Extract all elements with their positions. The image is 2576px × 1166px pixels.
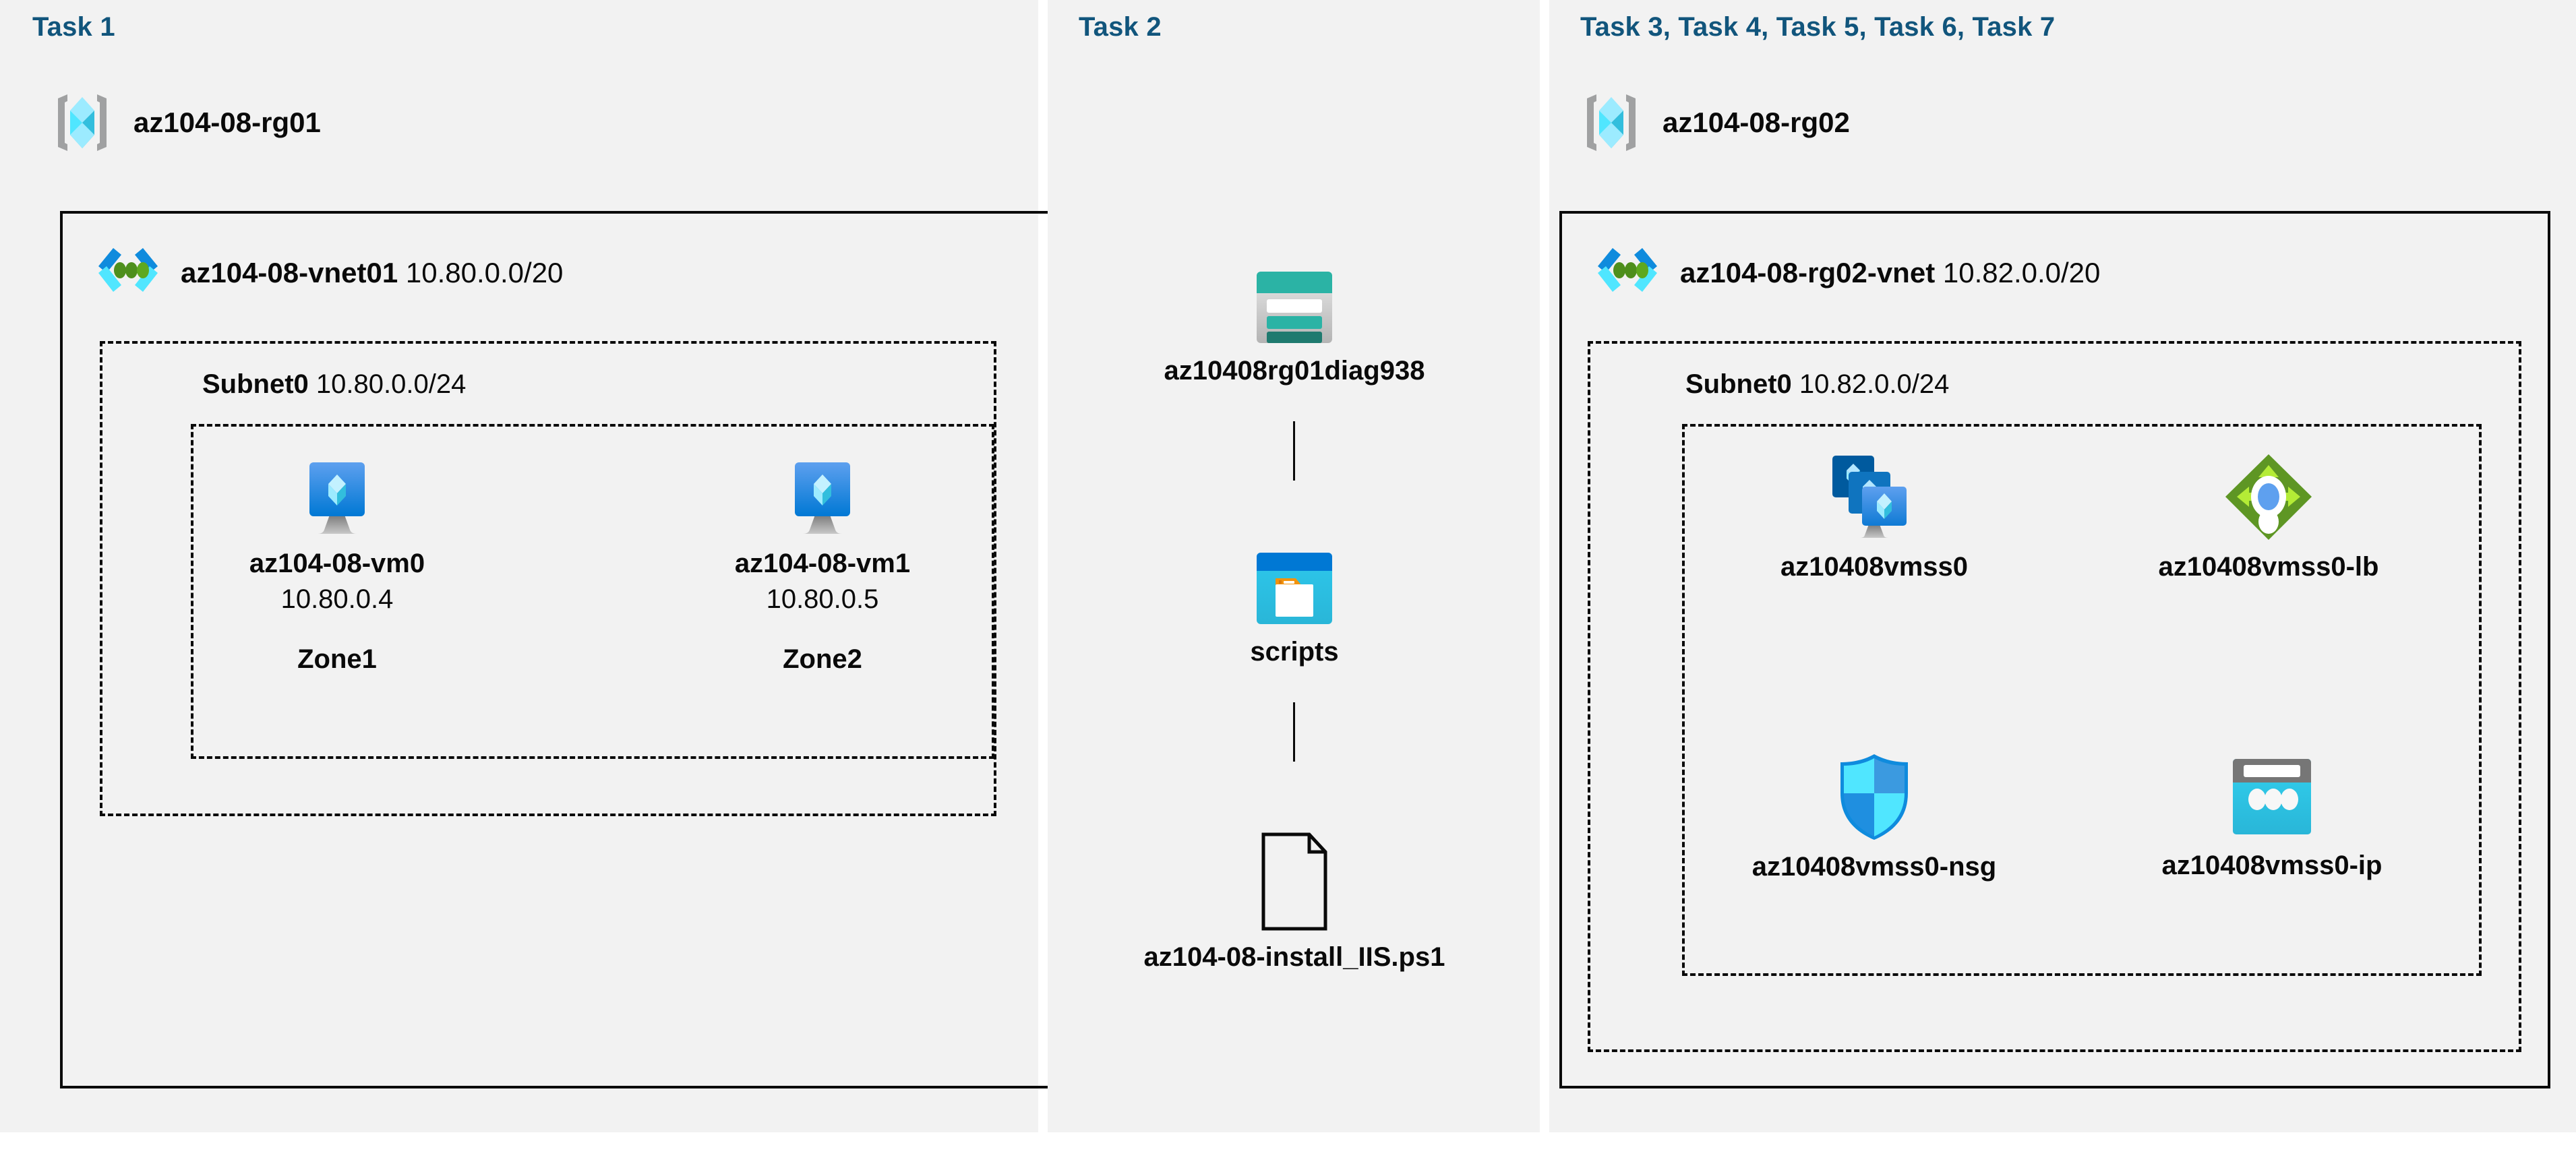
storage-account-name: az10408rg01diag938 [1164,356,1425,386]
vmss-name: az10408vmss0 [1780,552,1969,582]
subnet-inner-box-right [1682,424,2482,976]
resource-group-rg02: az104-08-rg02 [1578,89,1850,156]
resource-group-icon [49,89,116,156]
virtual-network-icon [93,243,163,303]
public-ip-node: az10408vmss0-ip [2124,755,2420,881]
panel-title-task-3-7: Task 3, Task 4, Task 5, Task 6, Task 7 [1580,12,2056,42]
script-file-name: az104-08-install_IIS.ps1 [1143,942,1445,972]
nsg-node: az10408vmss0-nsg [1712,751,2036,882]
vnet-name-right: az104-08-rg02-vnet [1680,257,1936,288]
load-balancer-name: az10408vmss0-lb [2158,552,2379,582]
load-balancer-icon [2223,452,2314,543]
vm-scale-set-icon [1827,452,1921,543]
blob-container-node: scripts [1119,549,1470,667]
vnet-cidr-left: 10.80.0.0/20 [405,257,564,288]
resource-group-rg01: az104-08-rg01 [49,89,321,156]
vnet-name-left: az104-08-vnet01 [181,257,398,288]
connector-storage-to-container [1293,421,1295,481]
vnet-box-right [1559,211,2550,1088]
virtual-machine-icon [300,458,374,539]
public-ip-address-icon [2226,755,2318,841]
vm-name-1: az104-08-vm1 [734,549,911,578]
availability-zone-box [191,424,994,759]
panel-task-3-7 [1549,0,2576,1132]
subnet-name-left: Subnet0 [202,369,309,399]
panel-title-task-1: Task 1 [32,12,115,42]
subnet-cidr-left: 10.80.0.0/24 [316,369,467,399]
script-file-icon [1251,830,1338,933]
nsg-name: az10408vmss0-nsg [1751,852,1997,882]
vnet-label-right: az104-08-rg02-vnet 10.82.0.0/20 [1680,257,2100,289]
vm-node-0: az104-08-vm0 10.80.0.4 Zone1 [216,458,458,675]
blob-container-icon [1253,549,1336,627]
panel-task-1 [0,0,1038,1132]
subnet-name-right: Subnet0 [1685,369,1792,399]
vnet-header-left: az104-08-vnet01 10.80.0.0/20 [93,243,563,303]
virtual-network-icon [1592,243,1663,303]
subnet-label-left: Subnet0 10.80.0.0/24 [202,369,466,400]
subnet-box-left [100,341,996,816]
vm-ip-1: 10.80.0.5 [766,584,879,614]
virtual-machine-icon [785,458,860,539]
connector-container-to-script [1293,702,1295,762]
resource-group-label: az104-08-rg02 [1663,106,1850,138]
panel-title-task-2: Task 2 [1079,12,1162,42]
vnet-header-right: az104-08-rg02-vnet 10.82.0.0/20 [1592,243,2100,303]
vm-zone-1: Zone2 [783,644,862,674]
network-security-group-icon [1835,751,1913,842]
vm-ip-0: 10.80.0.4 [280,584,394,614]
vm-zone-0: Zone1 [297,644,377,674]
resource-group-label: az104-08-rg01 [133,106,321,138]
vm-node-1: az104-08-vm1 10.80.0.5 Zone2 [701,458,944,675]
vnet-label-left: az104-08-vnet01 10.80.0.0/20 [181,257,563,289]
subnet-box-right [1588,341,2521,1052]
vm-name-0: az104-08-vm0 [249,549,425,578]
resource-group-icon [1578,89,1645,156]
storage-account-node: az10408rg01diag938 [1119,268,1470,386]
subnet-cidr-right: 10.82.0.0/24 [1799,369,1950,399]
vmss-node: az10408vmss0 [1726,452,2023,582]
vnet-cidr-right: 10.82.0.0/20 [1942,257,2101,288]
storage-account-icon [1253,268,1336,346]
script-file-node: az104-08-install_IIS.ps1 [1092,830,1497,973]
blob-container-name: scripts [1250,637,1339,667]
subnet-label-right: Subnet0 10.82.0.0/24 [1685,369,1949,400]
public-ip-name: az10408vmss0-ip [2161,851,2383,880]
load-balancer-node: az10408vmss0-lb [2120,452,2417,582]
